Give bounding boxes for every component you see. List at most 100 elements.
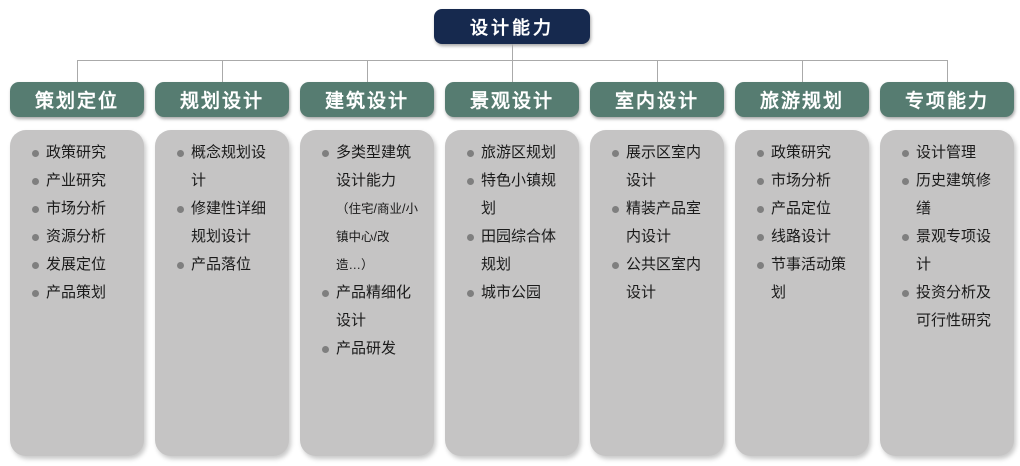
branch-column: 室内设计展示区室内设计精装产品室内设计公共区室内设计: [590, 82, 724, 456]
branch-header: 旅游规划: [735, 82, 869, 117]
connector-stub: [367, 60, 368, 82]
bullet-icon: [902, 290, 909, 297]
branch-item: 城市公园: [467, 279, 565, 307]
branch-item: 公共区室内设计: [612, 251, 710, 307]
bullet-icon: [32, 290, 39, 297]
branch-item: 产品研发: [322, 335, 420, 363]
branch-column: 景观设计旅游区规划特色小镇规划田园综合体规划城市公园: [445, 82, 579, 456]
branch-item-label: 城市公园: [481, 284, 542, 301]
branch-item: 设计管理: [902, 139, 1000, 167]
branch-item-list: 展示区室内设计精装产品室内设计公共区室内设计: [590, 130, 724, 307]
connector-stub: [657, 60, 658, 82]
bullet-icon: [467, 234, 474, 241]
branch-column: 专项能力设计管理历史建筑修缮景观专项设计投资分析及可行性研究: [880, 82, 1014, 456]
branch-item-label: 节事活动策划: [771, 256, 847, 301]
bullet-icon: [612, 262, 619, 269]
bullet-icon: [757, 150, 764, 157]
branch-item-label: 线路设计: [771, 228, 832, 245]
bullet-icon: [322, 290, 329, 297]
bullet-icon: [32, 206, 39, 213]
branch-item-list: 概念规划设计修建性详细规划设计产品落位: [155, 130, 289, 279]
branch-column: 旅游规划政策研究市场分析产品定位线路设计节事活动策划: [735, 82, 869, 456]
bullet-icon: [757, 178, 764, 185]
branch-item-label: 旅游区规划: [481, 144, 557, 161]
connector-stub: [222, 60, 223, 82]
branch-item: 田园综合体规划: [467, 223, 565, 279]
bullet-icon: [467, 178, 474, 185]
branch-item: 产品精细化设计: [322, 279, 420, 335]
branch-item-label: 历史建筑修缮: [916, 172, 992, 217]
bullet-icon: [612, 150, 619, 157]
branch-header: 专项能力: [880, 82, 1014, 117]
branch-body: 设计管理历史建筑修缮景观专项设计投资分析及可行性研究: [880, 130, 1014, 456]
bullet-icon: [177, 262, 184, 269]
branch-body: 展示区室内设计精装产品室内设计公共区室内设计: [590, 130, 724, 456]
bullet-icon: [757, 262, 764, 269]
connector-trunk: [512, 44, 513, 60]
branch-body: 多类型建筑设计能力 （住宅/商业/小镇中心/改造…） 产品精细化设计产品研发: [300, 130, 434, 456]
bullet-icon: [32, 234, 39, 241]
branch-item-label: 投资分析及可行性研究: [916, 284, 992, 329]
branch-item: 多类型建筑设计能力 （住宅/商业/小镇中心/改造…）: [322, 139, 420, 279]
branch-item: 市场分析: [32, 195, 130, 223]
connector-stub: [802, 60, 803, 82]
branch-item-label: 公共区室内设计: [626, 256, 702, 301]
branch-item: 特色小镇规划: [467, 167, 565, 223]
branch-header: 室内设计: [590, 82, 724, 117]
branch-item: 产品定位: [757, 195, 855, 223]
branch-item: 政策研究: [32, 139, 130, 167]
branch-item: 市场分析: [757, 167, 855, 195]
branch-item: 旅游区规划: [467, 139, 565, 167]
bullet-icon: [322, 150, 329, 157]
branch-item-label: 产品研发: [336, 340, 397, 357]
branch-item-label: 产品落位: [191, 256, 252, 273]
branch-item-label: 产品策划: [46, 284, 107, 301]
branch-item-list: 政策研究市场分析产品定位线路设计节事活动策划: [735, 130, 869, 307]
branch-item: 景观专项设计: [902, 223, 1000, 279]
branch-header: 景观设计: [445, 82, 579, 117]
branch-item-label: 景观专项设计: [916, 228, 992, 273]
bullet-icon: [322, 346, 329, 353]
branch-body: 旅游区规划特色小镇规划田园综合体规划城市公园: [445, 130, 579, 456]
bullet-icon: [177, 150, 184, 157]
branch-item-note: （住宅/商业/小镇中心/改造…）: [336, 202, 418, 272]
branch-item-label: 产品精细化设计: [336, 284, 412, 329]
bullet-icon: [32, 262, 39, 269]
branch-item: 历史建筑修缮: [902, 167, 1000, 223]
branch-item-label: 修建性详细规划设计: [191, 200, 267, 245]
branch-item-label: 设计管理: [916, 144, 977, 161]
branch-item-list: 多类型建筑设计能力 （住宅/商业/小镇中心/改造…） 产品精细化设计产品研发: [300, 130, 434, 363]
connector-stub: [947, 60, 948, 82]
branch-item-label: 特色小镇规划: [481, 172, 557, 217]
branch-body: 政策研究产业研究市场分析资源分析发展定位产品策划: [10, 130, 144, 456]
branch-item: 产品落位: [177, 251, 275, 279]
branch-item-label: 政策研究: [46, 144, 107, 161]
branch-item: 展示区室内设计: [612, 139, 710, 195]
bullet-icon: [32, 150, 39, 157]
branch-item-label: 概念规划设计: [191, 144, 267, 189]
bullet-icon: [467, 150, 474, 157]
branch-item: 修建性详细规划设计: [177, 195, 275, 251]
bullet-icon: [467, 290, 474, 297]
branch-header: 规划设计: [155, 82, 289, 117]
branch-header: 策划定位: [10, 82, 144, 117]
branch-column: 建筑设计多类型建筑设计能力（住宅/商业/小镇中心/改造…）产品精细化设计产品研发: [300, 82, 434, 456]
connector-stub: [512, 60, 513, 82]
branch-item-label: 市场分析: [46, 200, 107, 217]
bullet-icon: [757, 206, 764, 213]
branch-item-label: 多类型建筑设计能力: [336, 144, 412, 189]
branch-item-label: 产业研究: [46, 172, 107, 189]
branch-item: 概念规划设计: [177, 139, 275, 195]
branch-item: 产业研究: [32, 167, 130, 195]
branch-item-label: 田园综合体规划: [481, 228, 557, 273]
branch-item: 发展定位: [32, 251, 130, 279]
bullet-icon: [177, 206, 184, 213]
branch-item: 精装产品室内设计: [612, 195, 710, 251]
branch-body: 概念规划设计修建性详细规划设计产品落位: [155, 130, 289, 456]
branch-item: 投资分析及可行性研究: [902, 279, 1000, 335]
branch-item-list: 政策研究产业研究市场分析资源分析发展定位产品策划: [10, 130, 144, 307]
branch-column: 策划定位政策研究产业研究市场分析资源分析发展定位产品策划: [10, 82, 144, 456]
branch-item: 线路设计: [757, 223, 855, 251]
bullet-icon: [902, 234, 909, 241]
branch-item-label: 政策研究: [771, 144, 832, 161]
